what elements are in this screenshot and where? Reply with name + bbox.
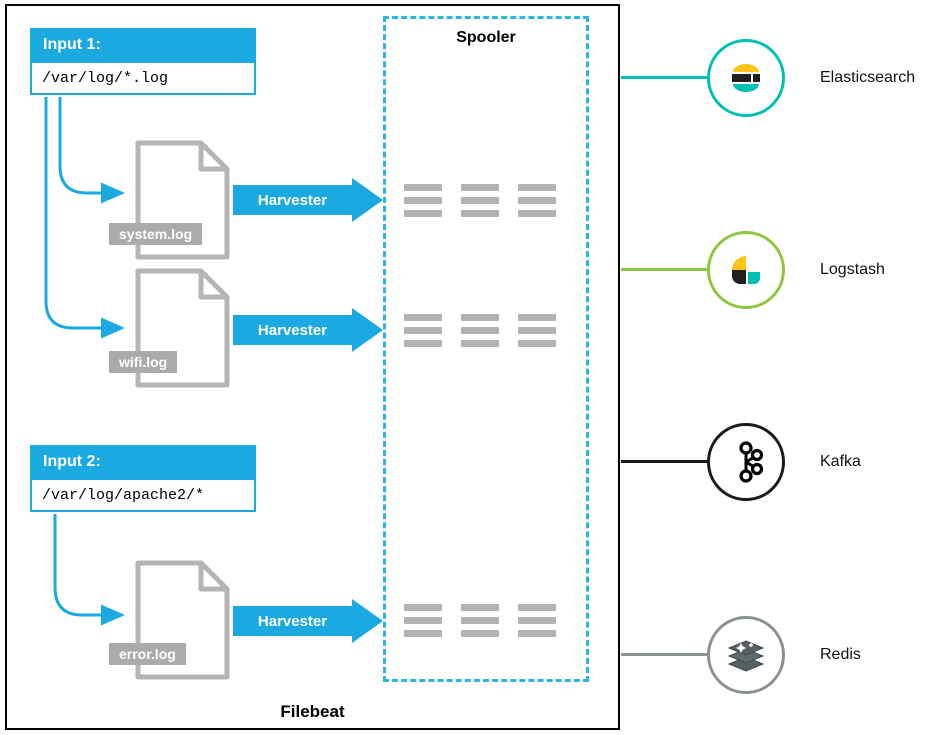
buffer-bar xyxy=(461,604,499,611)
buffer-bar xyxy=(404,327,442,334)
harvester-label: Harvester xyxy=(233,606,352,636)
redis-logo-circle xyxy=(707,616,785,694)
arrow-head-icon xyxy=(352,599,383,643)
buffer-bar-column xyxy=(404,314,442,347)
harvester-arrow-2: Harvester xyxy=(233,308,383,352)
buffer-bar-column xyxy=(518,314,556,347)
arrow-head-icon xyxy=(352,308,383,352)
buffer-bar xyxy=(518,617,556,624)
harvester-arrow-3: Harvester xyxy=(233,599,383,643)
connector-line-logstash xyxy=(621,268,707,271)
buffer-bar xyxy=(518,327,556,334)
connector-line-elasticsearch xyxy=(621,76,707,79)
log-file-wifi: wifi.log xyxy=(109,268,230,388)
buffer-bar xyxy=(461,210,499,217)
buffer-bar xyxy=(461,630,499,637)
buffer-bar-column xyxy=(518,184,556,217)
logstash-logo-circle xyxy=(707,231,785,309)
output-label-logstash: Logstash xyxy=(820,261,885,278)
buffer-bar xyxy=(404,604,442,611)
log-file-system: system.log xyxy=(109,140,230,260)
buffer-bar xyxy=(461,327,499,334)
buffer-bar xyxy=(518,604,556,611)
buffer-bar xyxy=(518,314,556,321)
spooler-box: Spooler xyxy=(383,16,589,682)
buffer-bar xyxy=(404,630,442,637)
file-name-badge: system.log xyxy=(109,223,203,245)
event-buffer-2 xyxy=(404,314,556,347)
buffer-bar xyxy=(404,314,442,321)
connector-line-kafka xyxy=(621,460,707,463)
input-2-header: Input 2: xyxy=(30,445,256,478)
buffer-bar xyxy=(404,210,442,217)
kafka-icon xyxy=(739,441,764,483)
input-1-header: Input 1: xyxy=(30,28,256,61)
input-2-path: /var/log/apache2/* xyxy=(30,478,256,512)
buffer-bar-column xyxy=(461,184,499,217)
buffer-bar-column xyxy=(404,604,442,637)
connector-line-redis xyxy=(621,653,707,656)
spooler-title: Spooler xyxy=(456,29,516,46)
buffer-bar-column xyxy=(404,184,442,217)
redis-icon xyxy=(727,640,765,672)
harvester-label: Harvester xyxy=(233,185,352,215)
buffer-bar xyxy=(518,197,556,204)
buffer-bar xyxy=(461,617,499,624)
buffer-bar xyxy=(461,184,499,191)
buffer-bar-column xyxy=(518,604,556,637)
file-name-badge: error.log xyxy=(109,643,186,665)
buffer-bar xyxy=(518,184,556,191)
arrow-head-icon xyxy=(352,178,383,222)
elasticsearch-icon xyxy=(732,64,760,92)
elasticsearch-logo-circle xyxy=(707,39,785,117)
input-1-group: Input 1: /var/log/*.log xyxy=(30,28,256,95)
buffer-bar xyxy=(404,617,442,624)
harvester-label: Harvester xyxy=(233,315,352,345)
event-buffer-3 xyxy=(404,604,556,637)
filebeat-container-box: Filebeat xyxy=(5,4,620,730)
output-label-kafka: Kafka xyxy=(820,453,861,470)
input-1-path: /var/log/*.log xyxy=(30,61,256,95)
logstash-icon xyxy=(732,256,760,284)
output-label-redis: Redis xyxy=(820,646,861,663)
buffer-bar xyxy=(461,340,499,347)
buffer-bar xyxy=(518,340,556,347)
filebeat-label: Filebeat xyxy=(280,702,345,721)
buffer-bar xyxy=(461,314,499,321)
buffer-bar xyxy=(518,210,556,217)
harvester-arrow-1: Harvester xyxy=(233,178,383,222)
kafka-logo-circle xyxy=(707,423,785,501)
buffer-bar xyxy=(404,340,442,347)
buffer-bar xyxy=(404,184,442,191)
buffer-bar xyxy=(461,197,499,204)
output-label-elasticsearch: Elasticsearch xyxy=(820,69,916,86)
input-2-group: Input 2: /var/log/apache2/* xyxy=(30,445,256,512)
buffer-bar xyxy=(404,197,442,204)
log-file-error: error.log xyxy=(109,560,230,680)
buffer-bar xyxy=(518,630,556,637)
file-name-badge: wifi.log xyxy=(109,351,178,373)
event-buffer-1 xyxy=(404,184,556,217)
buffer-bar-column xyxy=(461,314,499,347)
buffer-bar-column xyxy=(461,604,499,637)
